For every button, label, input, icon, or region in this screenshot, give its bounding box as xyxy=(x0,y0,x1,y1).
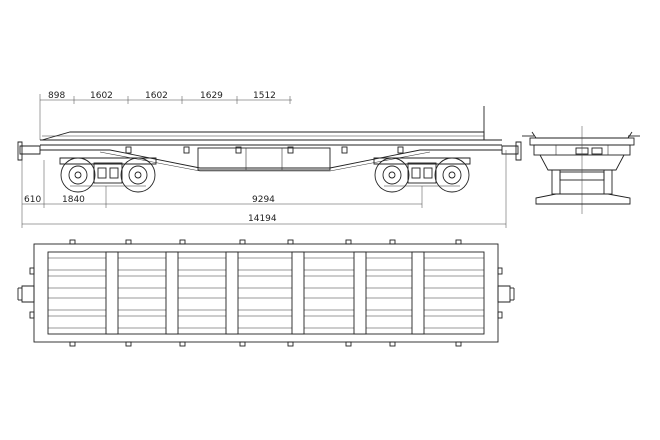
coupler-right xyxy=(497,267,515,319)
stake-pockets-bottom xyxy=(69,341,462,347)
dim-1512: 1512 xyxy=(253,91,276,101)
plan-view xyxy=(17,239,515,347)
dim-1840: 1840 xyxy=(62,195,85,205)
dim-1602-a: 1602 xyxy=(90,91,113,101)
dim-9294: 9294 xyxy=(252,195,275,205)
dim-14194: 14194 xyxy=(248,214,277,224)
dim-1602-b: 1602 xyxy=(145,91,168,101)
side-elevation: 898 1602 1602 1629 1512 xyxy=(17,91,522,228)
coupler-left xyxy=(17,267,35,319)
bottom-dimension-chain: 610 1840 9294 14194 xyxy=(21,150,507,228)
stake-pockets-top xyxy=(69,239,462,245)
dim-1629: 1629 xyxy=(200,91,223,101)
top-dimension-chain: 898 1602 1602 1629 1512 xyxy=(39,91,292,140)
end-elevation xyxy=(522,126,640,214)
dim-610: 610 xyxy=(24,195,41,205)
wagon-body xyxy=(17,131,522,172)
bogie-left xyxy=(59,157,157,193)
dim-898: 898 xyxy=(48,91,65,101)
